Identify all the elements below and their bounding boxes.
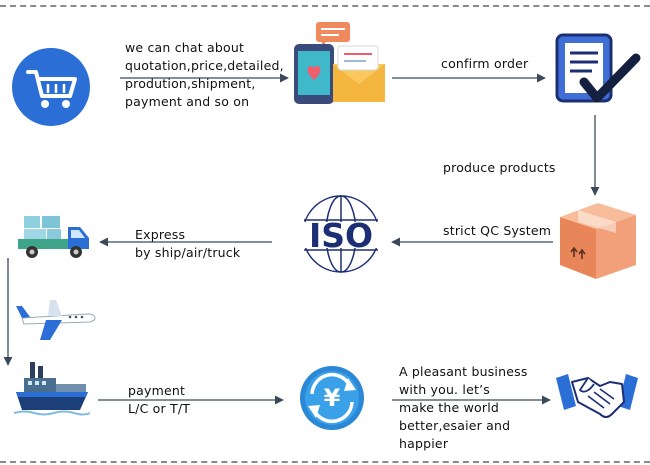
- airplane-icon: [16, 300, 96, 340]
- top-dashed-border: [0, 5, 650, 7]
- shopping-cart-icon: [12, 48, 90, 126]
- bottom-dashed-border: [0, 461, 650, 463]
- express-label: Express by ship/air/truck: [135, 227, 241, 260]
- currency-exchange-icon: ¥: [300, 366, 364, 430]
- qc-system-label: strict QC System: [443, 223, 552, 238]
- checklist-icon: [555, 33, 641, 103]
- confirm-order-label: confirm order: [441, 56, 529, 71]
- truck-icon: [18, 216, 89, 258]
- produce-products-label: produce products: [443, 160, 556, 175]
- ship-icon: [14, 362, 90, 416]
- package-box-icon: [560, 203, 636, 279]
- chat-label: we can chat about quotation,price,detail…: [125, 40, 284, 109]
- iso-logo-text: ISO: [309, 216, 373, 255]
- pleasant-business-label: A pleasant business with you. let’s make…: [399, 364, 528, 451]
- payment-label: payment L/C or T/T: [128, 383, 191, 416]
- handshake-icon: [556, 374, 638, 418]
- currency-symbol: ¥: [324, 384, 341, 412]
- phone-chat-icon: [294, 22, 385, 104]
- iso-logo-icon: ISO: [294, 195, 388, 273]
